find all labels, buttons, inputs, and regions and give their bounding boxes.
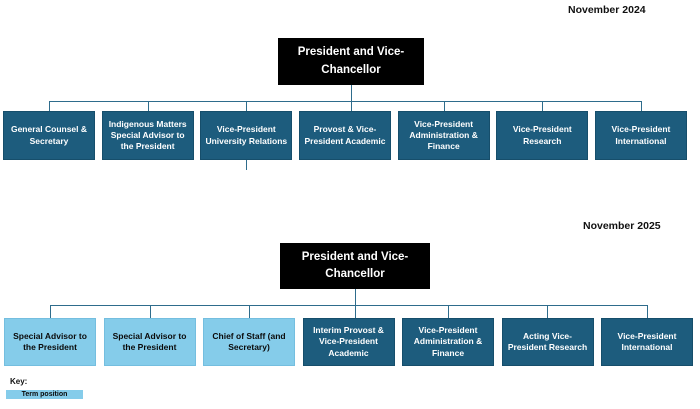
connector-root-stub-2024 [351, 85, 352, 111]
children-row-2024: General Counsel & Secretary Indigenous M… [3, 111, 687, 160]
connector-drop-2025-2 [150, 305, 151, 318]
org-node-vp-international-2024: Vice-President International [594, 111, 687, 160]
period-label-2025: November 2025 [583, 220, 661, 232]
org-node-indigenous-matters-advisor: Indigenous Matters Special Advisor to th… [101, 111, 194, 160]
connector-drop-2024-6 [542, 101, 543, 111]
org-node-interim-provost-vp-academic: Interim Provost & Vice-President Academi… [302, 318, 395, 366]
connector-bus-2024 [49, 101, 641, 102]
org-node-provost-vp-academic: Provost & Vice-President Academic [298, 111, 391, 160]
connector-drop-2025-7 [647, 305, 648, 318]
org-node-vp-research: Vice-President Research [496, 111, 589, 160]
connector-drop-2025-6 [547, 305, 548, 318]
connector-bus-2025 [50, 305, 647, 306]
connector-drop-2024-1 [49, 101, 50, 111]
period-label-2024: November 2024 [568, 4, 646, 16]
connector-drop-2024-7 [641, 101, 642, 111]
org-node-vp-international-2025: Vice-President International [601, 318, 693, 366]
key-heading: Key: [10, 377, 28, 386]
connector-drop-2025-1 [50, 305, 51, 318]
connector-drop-2025-5 [448, 305, 449, 318]
org-node-special-advisor-president-2: Special Advisor to the President [103, 318, 196, 366]
root-box-president-2025: President and Vice-Chancellor [280, 243, 430, 289]
connector-drop-2024-5 [444, 101, 445, 111]
org-node-vp-administration-finance-2024: Vice-President Administration & Finance [397, 111, 490, 160]
connector-dangling-stub-university-relations [246, 160, 247, 170]
connector-drop-2025-3 [249, 305, 250, 318]
connector-drop-2024-3 [246, 101, 247, 111]
org-node-vp-university-relations: Vice-President University Relations [200, 111, 293, 160]
org-node-chief-of-staff-secretary: Chief of Staff (and Secretary) [203, 318, 295, 366]
org-node-acting-vp-research: Acting Vice-President Research [501, 318, 594, 366]
key-term-position-swatch: Term position [6, 390, 83, 399]
connector-drop-2024-2 [148, 101, 149, 111]
connector-root-stub-2025 [355, 289, 356, 318]
org-node-vp-administration-finance-2025: Vice-President Administration & Finance [402, 318, 494, 366]
root-box-president-2024: President and Vice-Chancellor [278, 38, 424, 85]
org-node-general-counsel-secretary: General Counsel & Secretary [3, 111, 95, 160]
children-row-2025: Special Advisor to the President Special… [4, 318, 693, 366]
org-node-special-advisor-president-1: Special Advisor to the President [4, 318, 96, 366]
